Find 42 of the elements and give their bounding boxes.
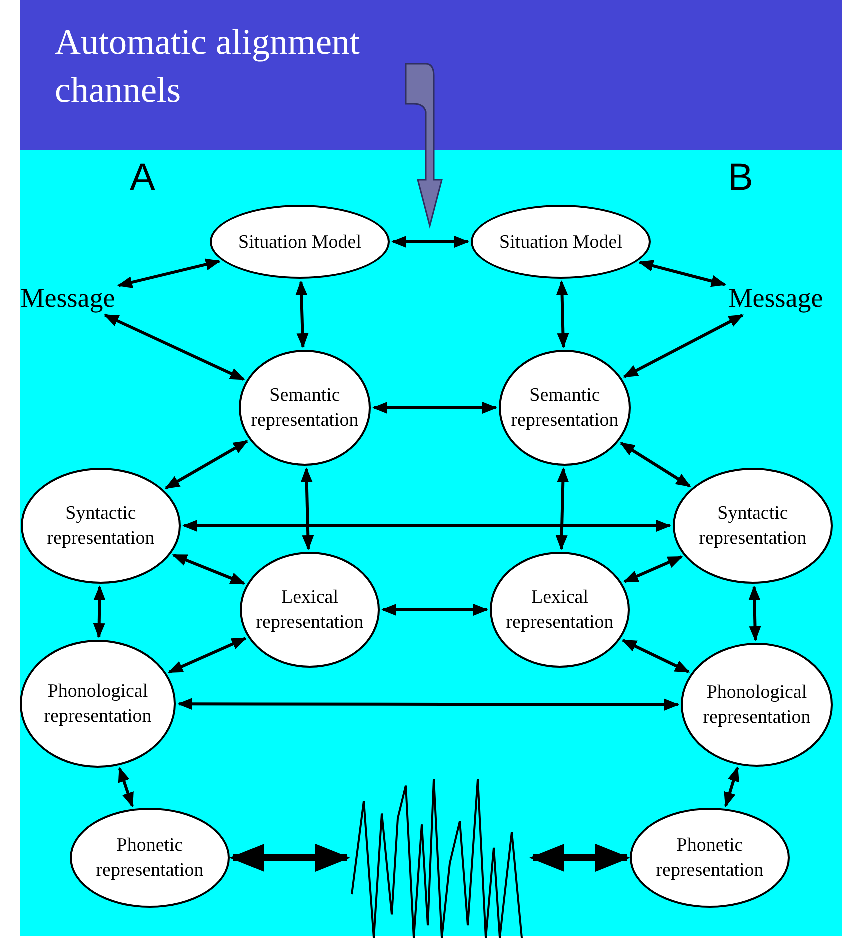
double-arrow xyxy=(622,639,690,674)
double-arrow xyxy=(620,442,692,488)
double-arrow xyxy=(623,556,684,584)
message-label: Message xyxy=(20,282,116,314)
double-arrow xyxy=(178,698,680,711)
double-arrow xyxy=(556,467,570,551)
double-arrow xyxy=(638,260,727,288)
title: Automatic alignment channels xyxy=(55,21,361,112)
double-arrow xyxy=(748,586,762,642)
double-arrow xyxy=(372,402,498,414)
message-label: Message xyxy=(728,282,824,314)
node-text: Syntactic representation xyxy=(46,502,156,551)
node-text: Semantic representation xyxy=(251,384,359,433)
node-text: Lexical representation xyxy=(255,586,365,635)
double-arrow xyxy=(164,440,249,490)
node-text: Syntactic representation xyxy=(698,502,808,551)
double-arrow xyxy=(382,604,488,616)
node-text: Situation Model xyxy=(238,230,362,254)
double-arrow xyxy=(724,766,740,808)
node-text: Situation Model xyxy=(500,230,622,254)
thick-double-arrow xyxy=(530,844,630,872)
double-arrow xyxy=(182,520,672,532)
node-text: Phonetic representation xyxy=(655,834,765,883)
side-letter: B xyxy=(728,156,754,200)
double-arrow xyxy=(623,314,744,378)
node-text: Semantic representation xyxy=(511,384,619,433)
double-arrow xyxy=(104,314,246,381)
double-arrow xyxy=(172,554,246,585)
node-text: Phonetic representation xyxy=(95,834,205,883)
thick-double-arrow xyxy=(230,844,350,872)
side-letter: A xyxy=(130,156,156,200)
double-arrow xyxy=(118,767,134,808)
double-arrow xyxy=(168,637,247,674)
node-text: Phonological representation xyxy=(702,681,812,730)
node-text: Lexical representation xyxy=(505,586,615,635)
double-arrow xyxy=(296,280,309,349)
double-arrow xyxy=(300,467,314,551)
double-arrow xyxy=(117,258,221,288)
double-arrow xyxy=(556,280,570,349)
double-arrow xyxy=(392,236,470,248)
double-arrow xyxy=(93,586,106,638)
node-text: Phonological representation xyxy=(43,680,153,729)
